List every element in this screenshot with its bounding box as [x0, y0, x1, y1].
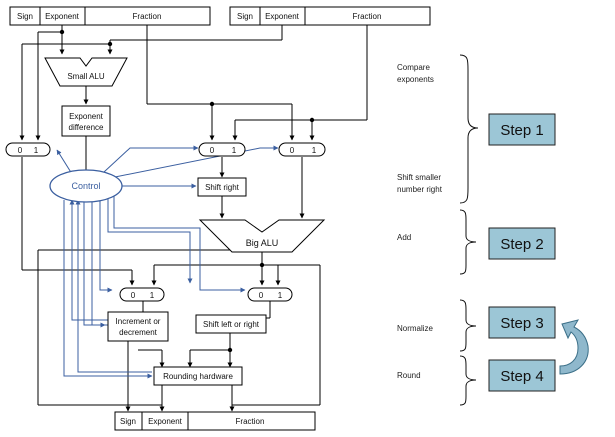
shift-right-box: Shift right	[197, 177, 247, 197]
input-b-sign: Sign	[237, 12, 253, 21]
braces	[459, 54, 479, 406]
step-2-label: Step 2	[500, 236, 543, 253]
shift-left-right-label: Shift left or right	[203, 320, 260, 329]
small-alu-label: Small ALU	[67, 72, 105, 81]
shift-right-label: Shift right	[205, 183, 240, 192]
control-lines	[56, 145, 279, 379]
input-register-a: Sign Exponent Fraction	[9, 6, 211, 26]
mux-fraction-select-zero: 0	[259, 291, 264, 300]
control-label: Control	[71, 181, 100, 191]
big-alu: Big ALU	[198, 219, 326, 253]
annotation-shift-1: Shift smaller	[397, 173, 441, 182]
output-register: Sign Exponent Fraction	[114, 411, 316, 431]
exponent-difference-line1: Exponent	[69, 112, 104, 121]
step-4-box: Step 4	[488, 359, 556, 392]
loop-back-arrow-icon	[559, 319, 589, 375]
mux-exponent-zero: 0	[18, 146, 23, 155]
mux-alu-input: 0 1	[278, 142, 326, 157]
annotation-normalize: Normalize	[397, 324, 434, 333]
exponent-difference-box: Exponent difference	[61, 105, 111, 137]
input-a-exponent: Exponent	[45, 12, 80, 21]
mux-shift-input: 0 1	[198, 142, 246, 157]
mux-alu-input-one: 1	[312, 146, 317, 155]
mux-exponent: 0 1	[5, 142, 51, 157]
output-exponent: Exponent	[148, 417, 183, 426]
brace-step-3	[459, 299, 477, 352]
mux-exponent-select-zero: 0	[131, 291, 136, 300]
step-1-label: Step 1	[500, 122, 543, 139]
output-sign: Sign	[120, 417, 136, 426]
input-b-fraction: Fraction	[353, 12, 382, 21]
mux-exponent-select-one: 1	[150, 291, 155, 300]
increment-decrement-line2: decrement	[119, 328, 158, 337]
mux-fraction-select: 0 1	[247, 287, 293, 302]
input-b-exponent: Exponent	[265, 12, 300, 21]
annotation-shift-2: number right	[397, 185, 443, 194]
annotation-round: Round	[397, 371, 421, 380]
increment-decrement-box: Increment or decrement	[107, 311, 169, 342]
brace-step-4	[459, 355, 477, 406]
rounding-hardware-label: Rounding hardware	[163, 372, 233, 381]
step-3-label: Step 3	[500, 315, 543, 332]
input-a-sign: Sign	[17, 12, 33, 21]
rounding-hardware-box: Rounding hardware	[153, 366, 243, 386]
mux-fraction-select-one: 1	[278, 291, 283, 300]
increment-decrement-line1: Increment or	[116, 317, 161, 326]
mux-shift-input-one: 1	[232, 146, 237, 155]
annotation-compare-2: exponents	[397, 75, 434, 84]
annotation-add: Add	[397, 233, 411, 242]
brace-step-2	[459, 209, 477, 275]
mux-alu-input-zero: 0	[290, 146, 295, 155]
mux-exponent-one: 1	[34, 146, 39, 155]
mux-exponent-select: 0 1	[119, 287, 165, 302]
step-3-box: Step 3	[488, 306, 556, 339]
output-fraction: Fraction	[236, 417, 265, 426]
big-alu-label: Big ALU	[246, 238, 279, 248]
input-a-fraction: Fraction	[133, 12, 162, 21]
input-register-b: Sign Exponent Fraction	[229, 6, 431, 26]
small-alu: Small ALU	[44, 57, 128, 87]
control-unit: Control	[49, 169, 123, 203]
step-2-box: Step 2	[488, 227, 556, 260]
exponent-difference-line2: difference	[69, 123, 105, 132]
shift-left-right-box: Shift left or right	[195, 314, 267, 334]
step-4-label: Step 4	[500, 368, 543, 385]
step-1-box: Step 1	[488, 113, 556, 146]
annotation-compare-1: Compare	[397, 63, 430, 72]
junction-dots	[59, 29, 315, 353]
brace-step-1	[459, 54, 479, 204]
annotations: Compare exponents Shift smaller number r…	[397, 63, 443, 380]
mux-shift-input-zero: 0	[210, 146, 215, 155]
